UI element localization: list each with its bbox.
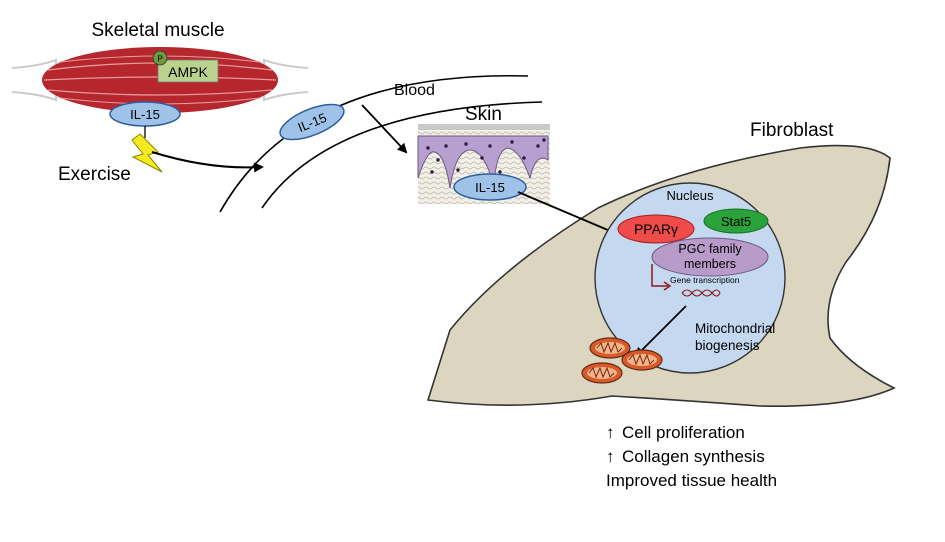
il15-muscle-label: IL-15	[130, 107, 160, 122]
mito-biogenesis-line2: biogenesis	[695, 338, 760, 353]
mitochondrion-3	[581, 362, 623, 384]
arrow-muscle-to-blood	[151, 151, 264, 173]
up-arrow-icon: ↑	[606, 423, 615, 442]
il15-skin	[453, 173, 527, 201]
phospho-dot	[152, 50, 168, 66]
exercise-label: Exercise	[58, 164, 131, 185]
up-arrow-icon: ↑	[606, 447, 615, 466]
stat5	[703, 208, 769, 234]
outcome-3: Improved tissue health	[606, 471, 777, 490]
outcome-3-text: Improved tissue health	[606, 471, 777, 490]
pgc-label-line2: members	[684, 257, 736, 271]
transcription-arrow-icon	[651, 264, 668, 287]
mitochondrion-2	[621, 349, 663, 371]
arrow-blood-to-skin	[361, 104, 408, 154]
ppar-gamma-label: PPARγ	[634, 221, 678, 237]
fibroblast-label: Fibroblast	[750, 120, 834, 141]
phospho-label: P	[157, 55, 162, 64]
il15-skin-label: IL-15	[475, 180, 505, 195]
ampk-label: AMPK	[168, 64, 208, 80]
il15-blood	[279, 103, 345, 141]
skin-label: Skin	[465, 104, 502, 125]
dna-icon	[681, 289, 721, 297]
blood-vessel-inner	[261, 101, 543, 209]
outcome-2-text: Collagen synthesis	[622, 447, 765, 466]
nucleus-label: Nucleus	[667, 188, 714, 203]
mitochondrion-1	[589, 337, 631, 359]
mito-biogenesis-line1: Mitochondrial	[695, 321, 775, 336]
outcome-2: ↑ Collagen synthesis	[606, 447, 765, 466]
outcome-1-text: Cell proliferation	[622, 423, 745, 442]
ppar-gamma	[617, 214, 695, 244]
ampk-box	[157, 59, 219, 83]
outcome-1: ↑ Cell proliferation	[606, 423, 745, 442]
pgc-family	[651, 237, 769, 277]
gene-transcription-label: Gene transcription	[670, 275, 740, 285]
stat5-label: Stat5	[721, 214, 751, 229]
arrow-to-mitochondria	[634, 305, 687, 358]
arrow-skin-to-nucleus	[517, 191, 624, 238]
skeletal-muscle-title: Skeletal muscle	[91, 20, 224, 41]
pgc-label-line1: PGC family	[678, 242, 742, 256]
blood-label: Blood	[394, 82, 435, 99]
